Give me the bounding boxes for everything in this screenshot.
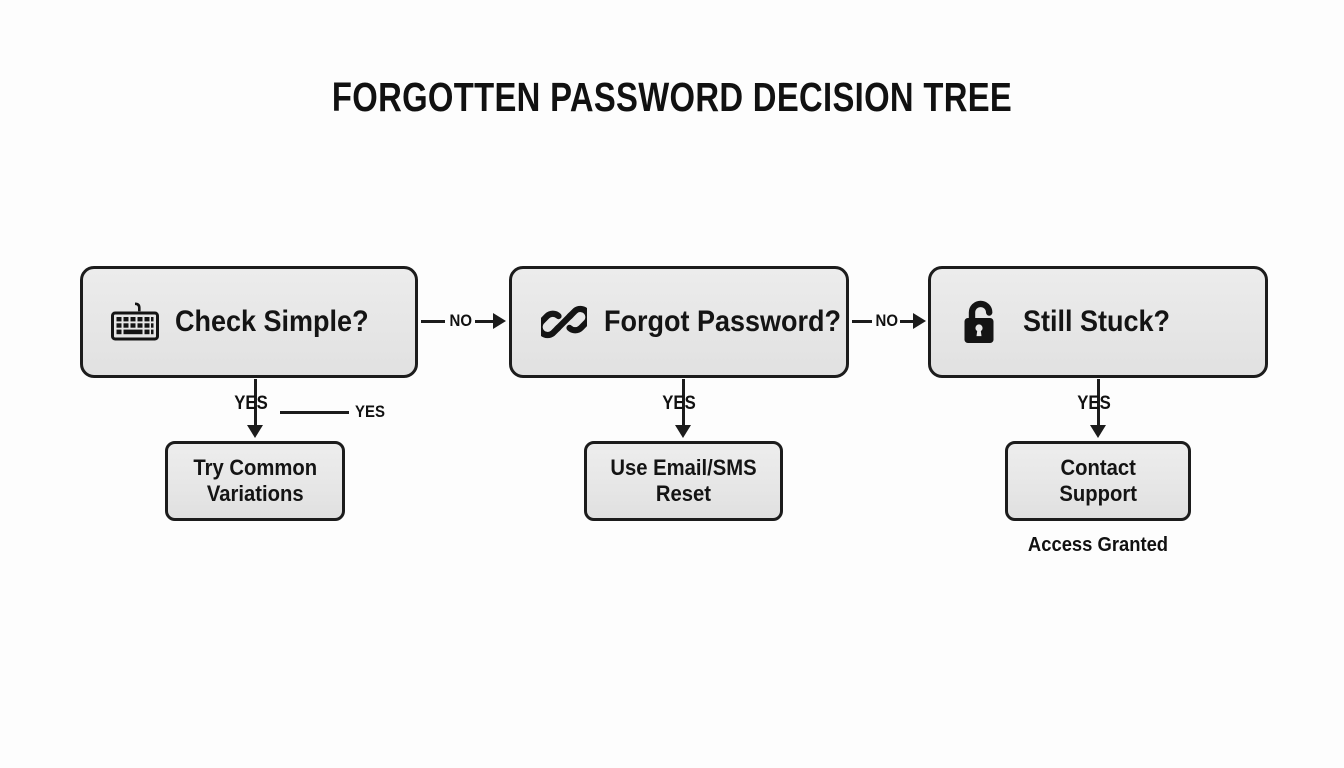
unlocked-padlock-icon [957, 299, 1009, 345]
connector-no-1-line-left [421, 320, 445, 323]
outcome-node-use-email-sms-reset[interactable]: Use Email/SMS Reset [584, 441, 783, 521]
connector-yes-2-line [682, 379, 685, 427]
outcome-label-contact-support: Contact Support [1059, 455, 1137, 506]
decision-node-check-simple[interactable]: Check Simple? [80, 266, 418, 378]
connector-yes-3-arrowhead [1090, 425, 1106, 438]
edge-label-yes-3: YES [1077, 393, 1111, 414]
decision-node-forgot-password[interactable]: Forgot Password? [509, 266, 849, 378]
edge-label-yes-1: YES [234, 393, 268, 414]
connector-no-2-arrowhead [913, 313, 926, 329]
decision-label-still-stuck: Still Stuck? [1023, 305, 1171, 338]
outcome-node-contact-support[interactable]: Contact Support [1005, 441, 1191, 521]
connector-yes-2-arrowhead [675, 425, 691, 438]
connector-yes-3-line [1097, 379, 1100, 427]
connector-yes-1-line [254, 379, 257, 427]
connector-no-2-line-left [852, 320, 872, 323]
edge-label-no-1: NO [449, 311, 472, 330]
outcome-node-try-common-variations[interactable]: Try Common Variations [165, 441, 345, 521]
access-granted-note: Access Granted [1027, 534, 1169, 556]
link-icon [538, 299, 590, 345]
decision-label-check-simple: Check Simple? [175, 305, 369, 338]
connector-no-1-line-right [475, 320, 494, 323]
outcome-label-try-common-variations: Try Common Variations [193, 455, 317, 506]
keyboard-icon [109, 299, 161, 345]
decision-node-still-stuck[interactable]: Still Stuck? [928, 266, 1268, 378]
page-title: FORGOTTEN PASSWORD DECISION TREE [331, 74, 1013, 120]
edge-label-yes-extra: YES [355, 402, 385, 421]
connector-extra-yes-line [280, 411, 349, 414]
decision-label-forgot-password: Forgot Password? [604, 305, 842, 338]
outcome-label-use-email-sms-reset: Use Email/SMS Reset [610, 455, 757, 506]
connector-no-1-arrowhead [493, 313, 506, 329]
connector-yes-1-arrowhead [247, 425, 263, 438]
edge-label-yes-2: YES [662, 393, 696, 414]
edge-label-no-2: NO [875, 311, 898, 330]
connector-no-2-line-right [900, 320, 915, 323]
